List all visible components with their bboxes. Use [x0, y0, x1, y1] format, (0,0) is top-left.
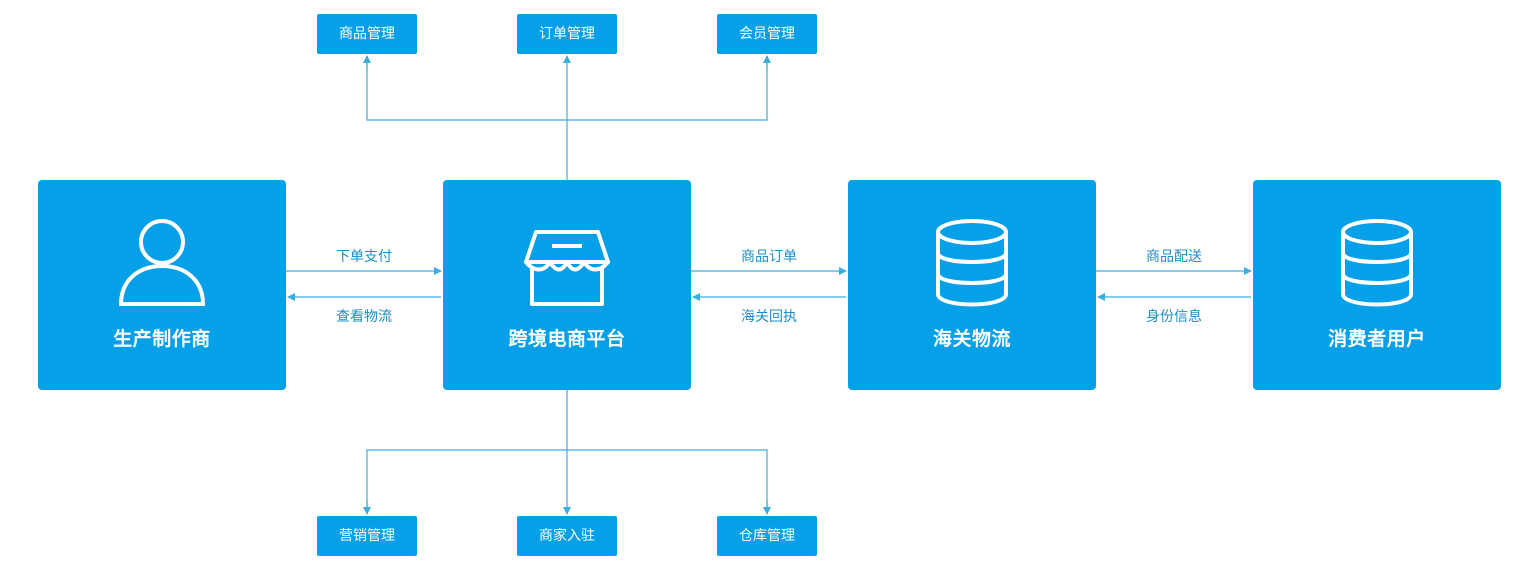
connector-bottom-branch [366, 449, 768, 514]
database-icon [1341, 219, 1413, 307]
node-manufacturer[interactable]: 生产制作商 [38, 180, 286, 390]
node-manufacturer-label: 生产制作商 [113, 328, 211, 350]
edge-label-customs-receipt: 海关回执 [741, 309, 797, 325]
database-icon [936, 219, 1008, 307]
node-platform-label: 跨境电商平台 [508, 328, 626, 350]
node-consumer-label: 消费者用户 [1328, 328, 1426, 350]
module-marketing-management[interactable]: 营销管理 [317, 516, 417, 556]
module-product-management[interactable]: 商品管理 [317, 14, 417, 54]
connector-top-branch [366, 56, 768, 121]
edge-label-view-logistics: 查看物流 [336, 309, 392, 325]
edge-label-order-payment: 下单支付 [336, 249, 392, 265]
module-member-management[interactable]: 会员管理 [717, 14, 817, 54]
node-platform[interactable]: 跨境电商平台 [443, 180, 691, 390]
user-icon [118, 219, 206, 306]
module-order-management[interactable]: 订单管理 [517, 14, 617, 54]
edge-label-product-order: 商品订单 [741, 249, 797, 265]
edge-label-identity-info: 身份信息 [1146, 309, 1202, 325]
node-customs-logistics-label: 海关物流 [932, 328, 1011, 350]
edge-label-product-delivery: 商品配送 [1146, 249, 1202, 265]
module-warehouse-management[interactable]: 仓库管理 [717, 516, 817, 556]
module-merchant-onboarding[interactable]: 商家入驻 [517, 516, 617, 556]
node-consumer[interactable]: 消费者用户 [1253, 180, 1501, 390]
node-customs-logistics[interactable]: 海关物流 [848, 180, 1096, 390]
storefront-icon [524, 230, 610, 306]
